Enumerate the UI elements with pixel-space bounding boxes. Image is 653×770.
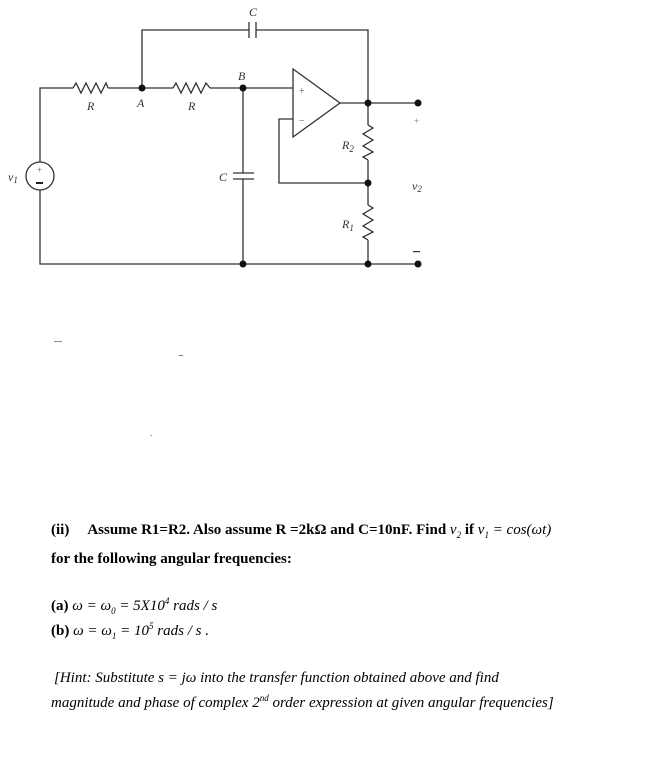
negative-feedback-wire <box>278 118 368 184</box>
part-label: (ii) <box>51 522 70 538</box>
terminal-out-minus <box>414 260 422 268</box>
artifact-dot <box>54 341 62 342</box>
resistor-mid-icon <box>172 81 211 95</box>
label-cap-bottom: C <box>219 170 228 184</box>
v2-symbol: v2 <box>449 522 462 540</box>
source-minus-sign <box>36 182 43 184</box>
ground-wire <box>39 190 418 265</box>
resistor-left-icon <box>72 81 109 95</box>
source-plus-sign: + <box>37 165 42 175</box>
label-node-b: B <box>238 69 246 83</box>
node-ground-r1 <box>364 260 372 268</box>
item-a: (a) ω = ω0 = 5X104 rads / s <box>51 596 217 616</box>
if-word: if <box>464 522 475 538</box>
v1-expression: v1 = cos(ωt) <box>477 522 552 540</box>
question-line-2: for the following angular frequencies: <box>51 551 292 567</box>
opamp-minus-sign: − <box>299 116 305 127</box>
item-a-expression: ω = ω0 = 5X104 rads / s <box>72 596 218 616</box>
question-line-1: (ii) Assume R1=R2. Also assume R =2kΩ and… <box>51 522 551 540</box>
circuit-nodes <box>138 84 422 268</box>
voltage-source-icon <box>25 161 55 191</box>
item-b-label: (b) <box>51 623 70 639</box>
label-res-mid: R <box>187 99 196 113</box>
label-r1: R1 <box>341 217 354 233</box>
input-wire <box>39 87 293 162</box>
node-ground-c <box>239 260 247 268</box>
output-minus-sign <box>413 251 420 253</box>
label-res-left: R <box>86 99 95 113</box>
label-node-a: A <box>136 96 145 110</box>
node-b <box>239 84 247 92</box>
circuit-diagram: C R A R B C + − R2 R1 v1 v2 + + <box>8 5 422 268</box>
capacitor-top-icon <box>248 22 257 38</box>
item-b-expression: ω = ω1 = 105 rads / s . <box>73 621 209 641</box>
terminal-out-plus <box>414 99 422 107</box>
output-plus-sign: + <box>414 116 419 126</box>
hint-line-2: magnitude and phase of complex 2nd order… <box>51 693 554 711</box>
item-b: (b) ω = ω1 = 105 rads / s . <box>51 621 209 641</box>
opamp-plus-sign: + <box>299 86 305 97</box>
resistor-r1-icon <box>361 204 375 241</box>
resistor-r2-icon <box>361 124 375 161</box>
artifact-dot <box>150 435 152 436</box>
node-feedback <box>364 179 372 187</box>
item-a-label: (a) <box>51 598 69 614</box>
label-r2: R2 <box>341 138 354 154</box>
capacitor-shunt-icon <box>233 88 254 264</box>
node-output <box>364 99 372 107</box>
label-v1: v1 <box>8 170 18 185</box>
node-a <box>138 84 146 92</box>
label-v2: v2 <box>412 179 422 194</box>
opamp-icon <box>292 67 342 139</box>
hint-line-1: [Hint: Substitute s = jω into the transf… <box>54 670 499 686</box>
artifact-dot <box>179 355 183 356</box>
top-feedback-wire <box>141 29 369 103</box>
label-cap-top: C <box>249 5 258 19</box>
question-statement: Assume R1=R2. Also assume R =2kΩ and C=1… <box>87 522 447 538</box>
